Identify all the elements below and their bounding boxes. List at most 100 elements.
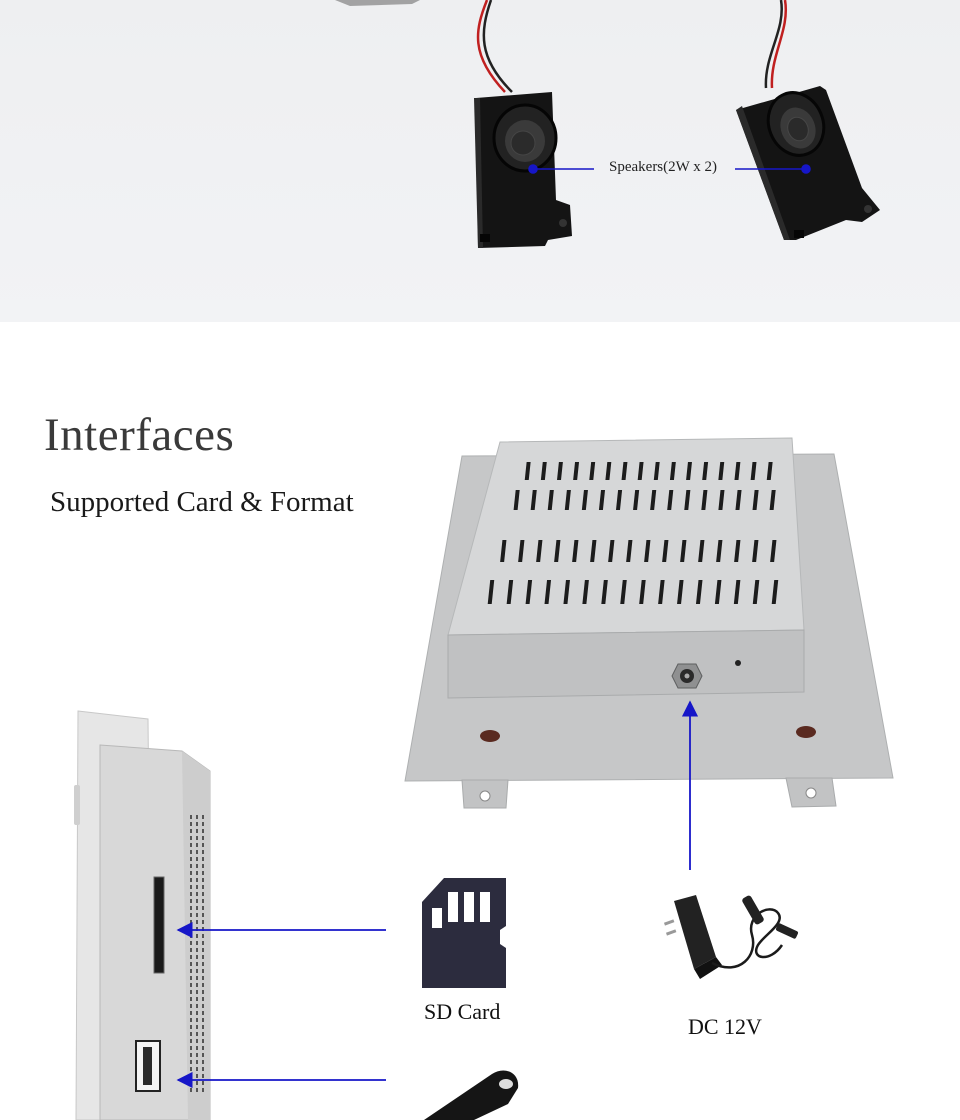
side-vent-hole (202, 1081, 204, 1085)
speakers-illustration (335, 0, 880, 248)
vent-slot (702, 462, 709, 480)
vent-slot (506, 580, 514, 604)
side-vent-hole (202, 913, 204, 917)
side-vent-hole (202, 843, 204, 847)
vent-slot (601, 580, 608, 604)
side-vent-hole (190, 1060, 192, 1064)
vent-slot (752, 490, 759, 510)
side-vent-hole (196, 1081, 198, 1085)
vent-slot (598, 490, 606, 510)
vent-slot (554, 540, 561, 562)
side-vent-hole (202, 962, 204, 966)
side-vent-hole (190, 976, 192, 980)
side-vent-hole (202, 1060, 204, 1064)
side-vent-hole (202, 920, 204, 924)
vent-slot (525, 580, 533, 604)
vent-slot (573, 462, 580, 480)
side-vent-hole (196, 843, 198, 847)
vent-slot (615, 490, 623, 510)
speaker-callout-lines (528, 164, 811, 174)
vent-slot (547, 490, 554, 510)
section-title: Interfaces (44, 409, 235, 461)
side-vent-hole (190, 829, 192, 833)
side-vent-hole (196, 976, 198, 980)
side-vent-hole (196, 997, 198, 1001)
vent-slot (667, 490, 674, 510)
side-vent-hole (202, 927, 204, 931)
side-vent-hole (196, 1074, 198, 1078)
side-vent-hole (202, 1053, 204, 1057)
vent-slot (734, 540, 741, 562)
vent-slot (686, 462, 692, 480)
dc-power-caption: DC 12V (688, 1014, 762, 1039)
side-vent-hole (196, 1053, 198, 1057)
left-speaker-icon (474, 92, 572, 248)
vent-slot (770, 540, 777, 562)
side-vent-hole (202, 906, 204, 910)
side-vent-hole (196, 822, 198, 826)
vent-slot (718, 462, 725, 480)
dc-jack-icon (671, 663, 703, 689)
side-vent-hole (190, 1025, 192, 1029)
vent-slot (653, 462, 660, 480)
side-vent-hole (202, 885, 204, 889)
usb-port-icon (135, 1040, 161, 1092)
side-vent-hole (190, 1053, 192, 1057)
vent-slot (716, 540, 723, 562)
side-vent-hole (202, 983, 204, 987)
metal-enclosure-icon (404, 437, 894, 809)
vent-slot (650, 490, 657, 510)
side-vent-hole (202, 836, 204, 840)
side-vent-hole (202, 1046, 204, 1050)
side-vent-hole (202, 969, 204, 973)
vent-slot (734, 462, 741, 480)
side-vent-hole (190, 997, 192, 1001)
side-vent-hole (190, 899, 192, 903)
side-vent-hole (190, 913, 192, 917)
vent-slot (733, 580, 741, 604)
side-vent-hole (202, 948, 204, 952)
vent-slot (766, 462, 773, 480)
side-vent-hole (196, 1067, 198, 1071)
side-vent-hole (190, 1088, 192, 1092)
side-vent-holes (190, 815, 204, 1092)
side-vent-hole (202, 1018, 204, 1022)
section-subtitle: Supported Card & Format (50, 486, 354, 518)
side-vent-hole (202, 878, 204, 882)
vent-slot (608, 540, 615, 562)
vent-slot (589, 462, 596, 480)
side-vent-hole (196, 913, 198, 917)
vent-slot (524, 462, 531, 480)
side-vent-hole (202, 976, 204, 980)
vent-slot (626, 540, 633, 562)
side-vent-hole (196, 1032, 198, 1036)
side-vent-hole (196, 983, 198, 987)
side-vent-hole (190, 1067, 192, 1071)
right-speaker-icon (736, 86, 880, 240)
vent-slot (662, 540, 669, 562)
vent-slot (735, 490, 742, 510)
side-vent-hole (196, 885, 198, 889)
vent-slot (518, 540, 525, 562)
side-vent-hole (202, 815, 204, 819)
side-vent-hole (190, 850, 192, 854)
side-vent-hole (190, 969, 192, 973)
side-vent-hole (196, 1046, 198, 1050)
side-vent-hole (202, 1011, 204, 1015)
vent-slot (669, 462, 676, 480)
side-vent-hole (196, 878, 198, 882)
vent-slot (557, 462, 563, 480)
vent-slot (752, 580, 760, 604)
side-vent-hole (202, 1039, 204, 1043)
vent-slot (637, 462, 644, 480)
side-vent-hole (190, 878, 192, 882)
vent-slot (658, 580, 665, 604)
vent-slot (750, 462, 757, 480)
side-vent-hole (196, 948, 198, 952)
vent-slot (771, 580, 779, 604)
side-vent-hole (190, 1081, 192, 1085)
vent-slot (582, 580, 589, 604)
vent-slot (695, 580, 703, 604)
side-vent-hole (190, 927, 192, 931)
side-vent-hole (196, 864, 198, 868)
